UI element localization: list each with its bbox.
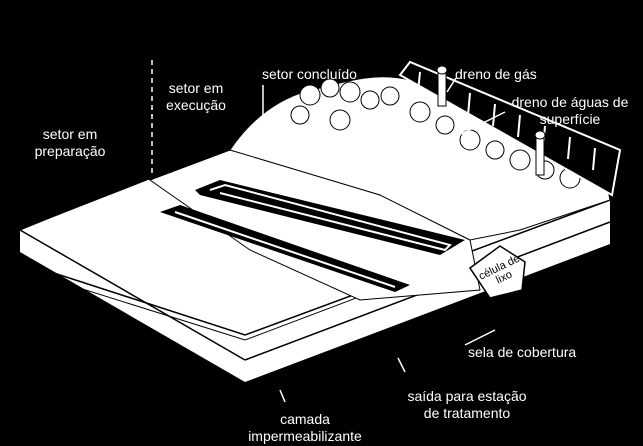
- waste-cell: [468, 245, 526, 299]
- trees: [290, 78, 581, 189]
- label-line: preparação: [34, 143, 106, 159]
- label-saida-para-estacao: saída para estação de tratamento: [392, 388, 542, 422]
- label-line: camada: [280, 411, 330, 427]
- label-line: superfície: [539, 111, 601, 127]
- label-line: setor em: [42, 126, 98, 142]
- label-line: impermeabilizante: [248, 428, 362, 444]
- strata-line: [19, 199, 611, 336]
- preparation-edge: [19, 169, 151, 231]
- label-text: setor concluído: [262, 66, 357, 82]
- label-camada-impermeabilizante: camada impermeabilizante: [240, 411, 370, 445]
- label-sela-de-cobertura: sela de cobertura: [468, 344, 576, 361]
- label-line: saída para estação: [407, 388, 527, 404]
- label-dreno-de-gas: dreno de gás: [455, 66, 537, 83]
- label-text: sela de cobertura: [468, 344, 577, 360]
- label-text: dreno de gás: [455, 66, 537, 82]
- label-line: de tratamento: [423, 405, 511, 421]
- label-setor-concluido: setor concluído: [262, 66, 357, 83]
- label-setor-em-execucao: setor em execução: [155, 80, 237, 114]
- label-line: dreno de águas de: [511, 94, 629, 110]
- label-setor-em-preparacao: setor em preparação: [20, 126, 120, 160]
- label-line: execução: [166, 97, 226, 113]
- gas-drains: [436, 65, 546, 176]
- drainage-trench: [195, 180, 465, 255]
- drainage-pipe: [209, 183, 452, 252]
- label-line: setor em: [168, 80, 224, 96]
- block-front-face: [20, 230, 245, 382]
- drainage-pipe: [174, 211, 396, 288]
- label-dreno-de-aguas: dreno de águas de superfície: [500, 94, 640, 128]
- block-edge: [19, 229, 246, 361]
- pointer-lines: [151, 60, 506, 403]
